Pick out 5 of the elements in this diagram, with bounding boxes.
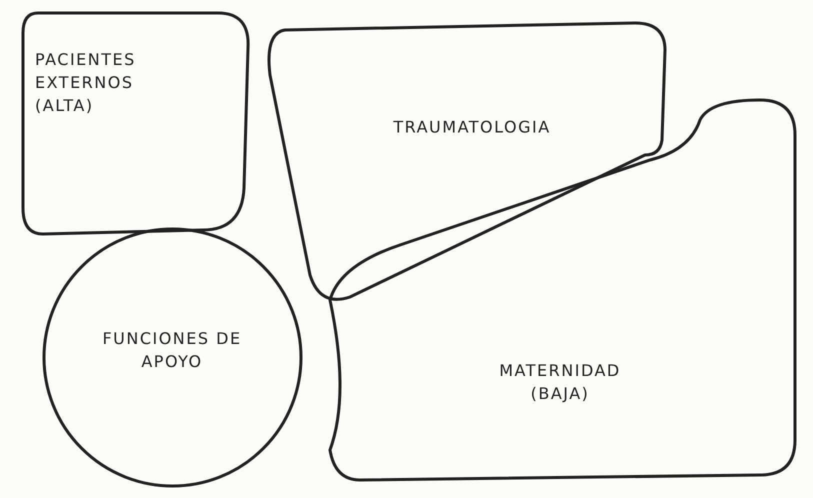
zone-label: TRAUMATOLOGIA [392, 116, 552, 138]
zone-label: PACIENTES EXTERNOS (ALTA) [35, 49, 137, 118]
zone-bubble [40, 225, 305, 490]
zone-label: FUNCIONES DE APOYO [101, 328, 243, 373]
zone-label: MATERNIDAD (BAJA) [498, 360, 622, 405]
